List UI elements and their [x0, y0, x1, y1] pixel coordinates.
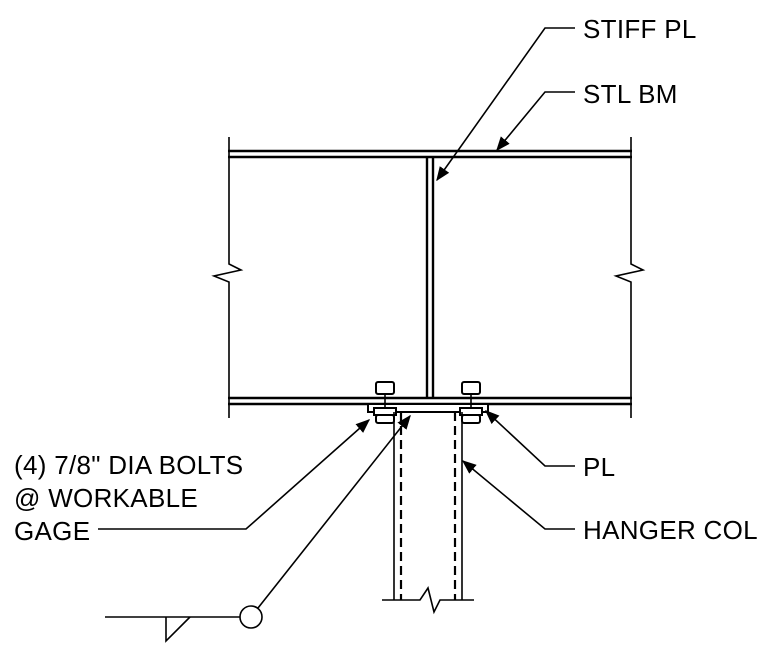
leader-stl-bm: STL BM: [496, 79, 678, 152]
steel-beam: [211, 137, 646, 418]
leader-stiff-pl: STIFF PL: [436, 14, 697, 182]
label-bolts-line3: GAGE: [14, 516, 90, 546]
label-hanger-col: HANGER COL: [583, 515, 758, 545]
label-bolts-line2: @ WORKABLE: [14, 483, 198, 513]
leader-bolts: (4) 7/8" DIA BOLTS @ WORKABLE GAGE: [14, 419, 371, 546]
bolt-right: [459, 381, 483, 424]
cap-plate: [367, 403, 489, 413]
leader-hanger-col: HANGER COL: [461, 460, 758, 545]
weld-symbol: [105, 414, 411, 643]
label-bolts-line1: (4) 7/8" DIA BOLTS: [14, 450, 243, 480]
leader-pl: PL: [484, 410, 615, 482]
hanger-column: [382, 412, 474, 615]
label-stiff-pl: STIFF PL: [583, 14, 697, 44]
label-stl-bm: STL BM: [583, 79, 678, 109]
stiffener-plate: [425, 157, 435, 398]
label-pl: PL: [583, 452, 615, 482]
bolt-left: [373, 381, 397, 424]
